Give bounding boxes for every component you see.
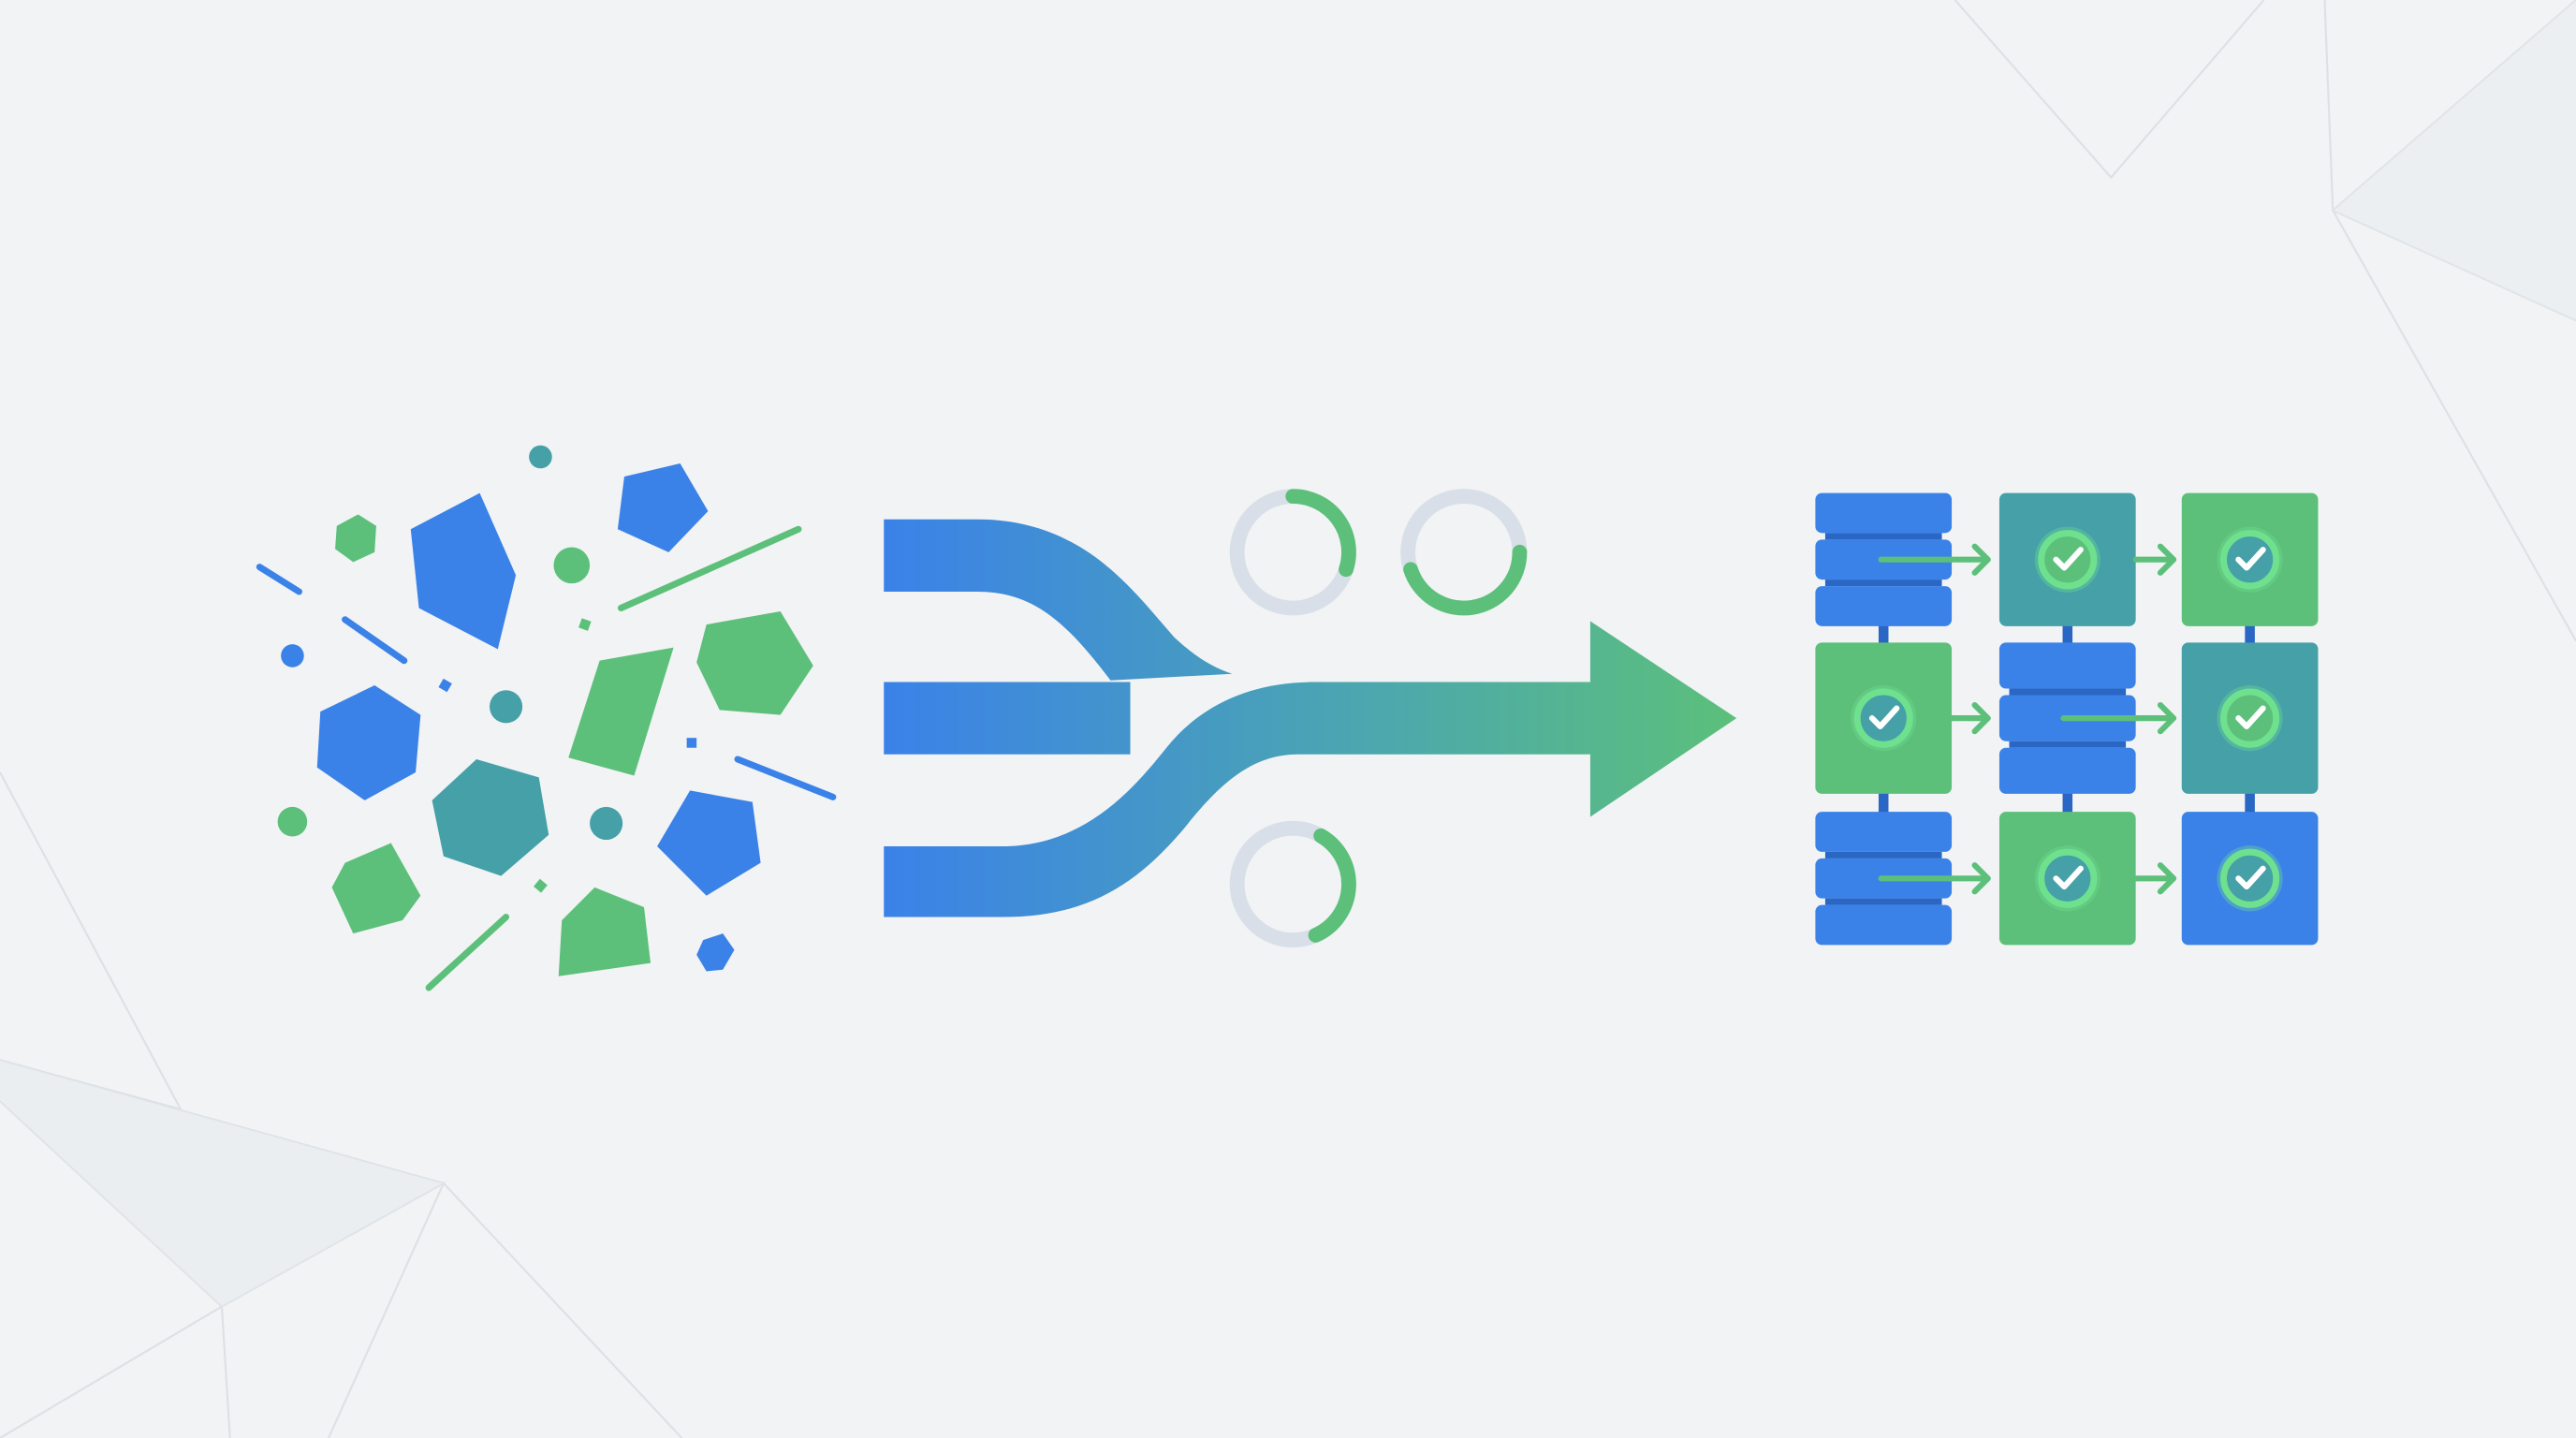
hexagon-shape	[696, 611, 813, 715]
layer-gap	[1824, 898, 1942, 905]
parallelogram-shape	[568, 647, 674, 776]
ring-bottom	[1229, 820, 1356, 948]
hexagon-shape	[432, 759, 549, 876]
check-circle	[2038, 848, 2098, 908]
dot-shape	[277, 806, 308, 837]
dot-shape	[529, 445, 552, 469]
database-layer	[1815, 586, 1953, 626]
flow-band-top	[884, 519, 1233, 681]
check-icon	[2235, 705, 2266, 729]
pentagon-shape	[657, 790, 761, 896]
ring-progress-arc	[1403, 544, 1528, 616]
database-layer	[1815, 904, 1953, 946]
check-icon	[1868, 705, 1900, 729]
ring-progress-arc	[1285, 489, 1356, 578]
hexagon-shape	[410, 492, 517, 650]
dash-shape	[256, 564, 302, 595]
dash-shape	[342, 616, 408, 665]
tiny-square-shape	[534, 878, 548, 893]
dash-shape	[734, 756, 837, 800]
ring-top-right	[1400, 489, 1528, 616]
scattered-shapes	[256, 445, 837, 991]
check-tile	[1998, 492, 2136, 626]
check-tile	[1998, 812, 2136, 946]
ring-top-left	[1229, 489, 1356, 616]
database-layer	[1815, 492, 1953, 534]
check-circle	[2220, 530, 2280, 590]
database-layer	[1998, 747, 2136, 794]
database-stack-tile	[1815, 812, 1953, 946]
flow-arrow-icon	[1948, 702, 1991, 735]
check-tile	[2181, 812, 2319, 946]
pentagon-shape	[617, 463, 709, 552]
flow-band-middle	[884, 682, 1131, 755]
tiny-square-shape	[686, 738, 697, 748]
ring-progress-arc	[1308, 828, 1356, 943]
dash-shape	[617, 525, 802, 612]
database-layer	[1998, 642, 2136, 689]
layer-gap	[1824, 851, 1942, 858]
organized-grid	[1815, 492, 2319, 946]
flow-arrow-icon	[2132, 543, 2177, 576]
tiny-square-shape	[578, 618, 592, 631]
tiny-square-shape	[438, 678, 452, 693]
hexagon-shape	[335, 514, 376, 563]
flow-arrow-icon	[2060, 702, 2177, 735]
layer-gap	[1824, 533, 1942, 540]
merging-flow-arrow	[884, 519, 1737, 917]
flow-arrow-icon	[1878, 862, 1991, 895]
dash-shape	[425, 914, 510, 991]
layer-gap	[1824, 580, 1942, 587]
check-icon	[2235, 547, 2266, 571]
flow-arrow-icon	[1878, 543, 1991, 576]
check-tile	[1815, 642, 1953, 794]
grid-connector	[2245, 621, 2255, 648]
check-circle	[2038, 530, 2098, 590]
layer-gap	[2009, 688, 2127, 696]
check-icon	[2235, 865, 2266, 890]
grid-connector	[2062, 621, 2073, 648]
check-circle	[1853, 688, 1913, 748]
grid-connector	[1878, 621, 1889, 648]
dot-shape	[590, 806, 623, 841]
dot-shape	[281, 644, 304, 668]
check-icon	[2053, 547, 2084, 571]
check-tile	[2181, 642, 2319, 794]
background-facet-fill	[0, 1060, 444, 1307]
hexagon-shape	[696, 933, 735, 972]
background-facet-fill	[2333, 0, 2576, 321]
progress-rings	[1229, 489, 1528, 948]
check-tile	[2181, 492, 2319, 626]
flow-band-bottom-and-arrow	[884, 621, 1737, 917]
pentagon-shape	[331, 843, 421, 934]
database-layer	[1815, 812, 1953, 852]
check-icon	[2053, 865, 2084, 890]
grid-connector	[2245, 788, 2255, 815]
grid-connector	[1878, 788, 1889, 815]
dot-shape	[490, 690, 523, 724]
check-circle	[2220, 848, 2280, 908]
grid-connector	[2062, 788, 2073, 815]
flow-arrow-icon	[2132, 862, 2177, 895]
layer-gap	[2009, 741, 2127, 748]
pentagon-shape	[558, 887, 651, 976]
database-stack-tile	[1998, 642, 2136, 794]
dot-shape	[553, 547, 591, 584]
hexagon-shape	[316, 685, 421, 800]
check-circle	[2220, 688, 2280, 748]
